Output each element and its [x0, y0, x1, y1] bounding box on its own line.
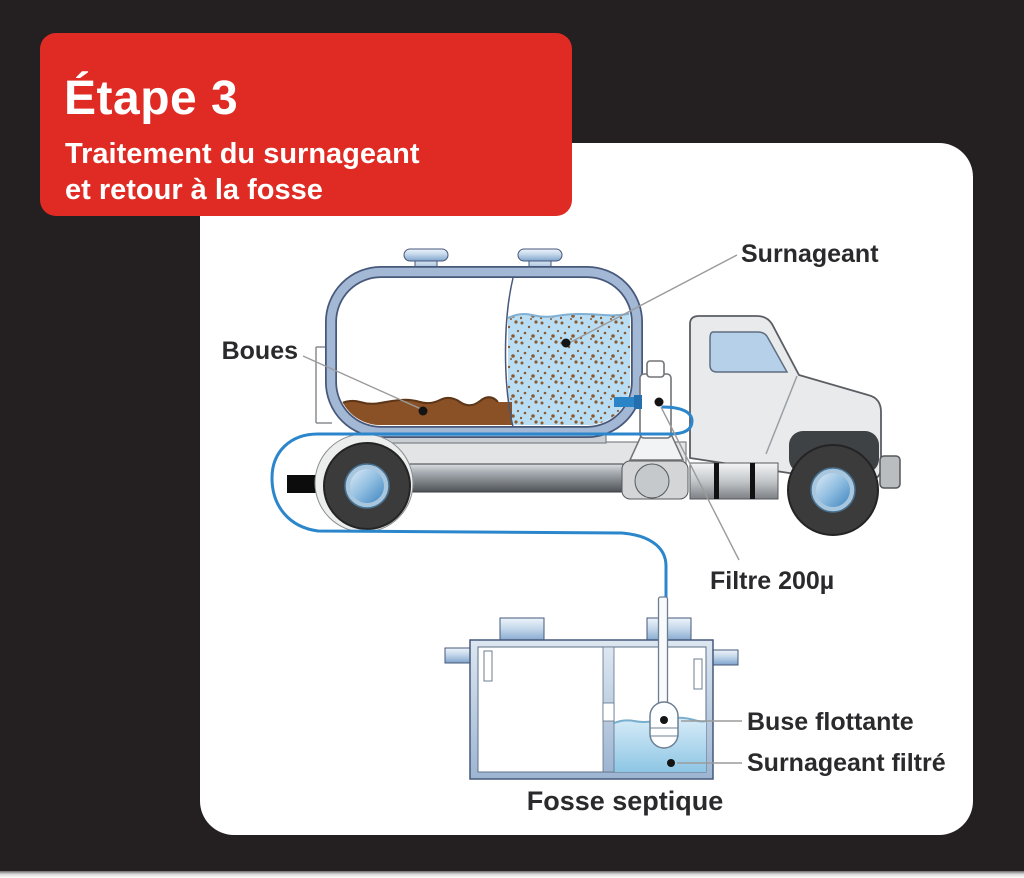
septic-outlet-stub	[711, 649, 739, 666]
fuel-tank	[689, 462, 779, 500]
label-surnageant: Surnageant	[741, 240, 879, 268]
filter-cap	[646, 360, 665, 378]
tank-hatch-cap	[517, 248, 563, 262]
filter-inlet-pipe	[614, 397, 640, 407]
step-title: Étape 3	[64, 72, 239, 125]
tank-hatch-cap	[403, 248, 449, 262]
drop-tube	[657, 596, 669, 708]
label-buse-flottante: Buse flottante	[747, 708, 914, 736]
bottom-edge-strip	[0, 871, 1024, 878]
label-boues: Boues	[222, 337, 298, 365]
front-bumper	[879, 455, 901, 489]
rear-flap	[287, 475, 320, 493]
step-subtitle-line2: et retour à la fosse	[65, 174, 323, 206]
supernatant-speckles	[508, 313, 630, 425]
connector-filtre	[660, 406, 740, 561]
septic-inlet-stub	[444, 647, 472, 664]
cab-window	[709, 331, 789, 373]
filter-unit	[614, 360, 685, 461]
label-fosse-septique: Fosse septique	[527, 786, 724, 816]
label-surnageant-filtre: Surnageant filtré	[747, 749, 946, 777]
connector-boues	[302, 355, 422, 410]
step-badge: Étape 3 Traitement du surnageant et reto…	[40, 33, 572, 216]
filter-inlet-coupling	[634, 395, 642, 409]
septic-baffle-slot	[602, 702, 615, 722]
septic-manhole	[646, 617, 692, 643]
vacuum-truck	[287, 248, 901, 536]
cistern-tank	[325, 248, 643, 438]
toolbox-cap	[634, 463, 670, 499]
step-subtitle-line1: Traitement du surnageant	[65, 138, 420, 170]
tank-shell-band	[326, 267, 642, 437]
septic-manhole	[499, 617, 545, 643]
return-hose	[270, 405, 694, 602]
cab-door-seam	[765, 375, 798, 455]
label-dots	[418, 338, 675, 767]
septic-vent	[693, 658, 703, 690]
tank-compartment-seam	[504, 277, 514, 428]
rear-wheel	[314, 433, 414, 533]
label-connectors	[302, 254, 742, 764]
floating-nozzle	[649, 701, 679, 749]
step-subtitle: Traitement du surnageant et retour à la …	[65, 136, 420, 208]
septic-vent	[483, 650, 493, 682]
filter-base	[628, 435, 685, 461]
fuel-strap	[714, 463, 719, 499]
fuel-strap	[750, 463, 755, 499]
connector-surnageant	[568, 254, 738, 344]
septic-tank	[444, 596, 739, 780]
front-wheel	[787, 444, 879, 536]
label-filtre: Filtre 200µ	[710, 567, 834, 595]
